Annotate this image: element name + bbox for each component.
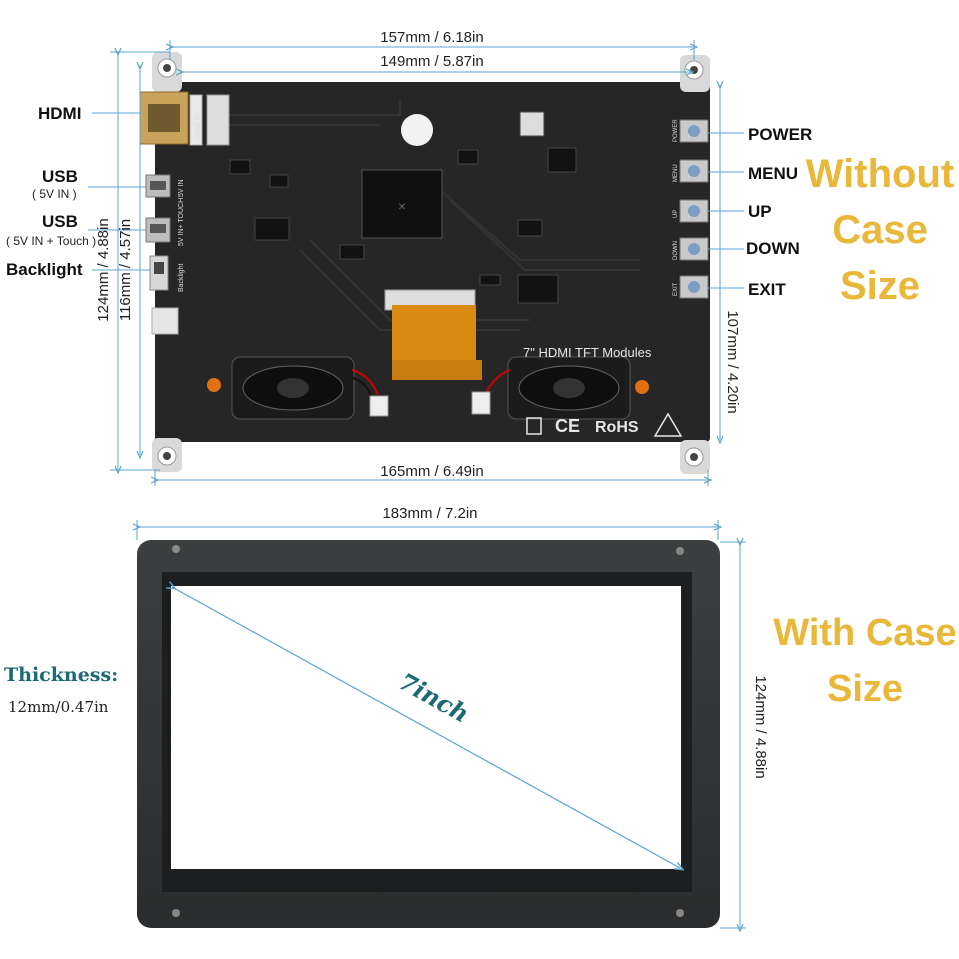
backlight-switch (149, 255, 169, 291)
label-usb-touch-sub: ( 5V IN + Touch ) (6, 234, 97, 248)
mounting-holes (152, 52, 710, 474)
main-chip: ✕ (361, 169, 443, 239)
diagonal-line (172, 587, 680, 868)
silk-touch: 5V IN+ TOUCH (178, 198, 185, 246)
rohs-marking: RoHS (595, 419, 639, 436)
small-chips (229, 111, 577, 304)
label-hdmi: HDMI (38, 104, 82, 123)
dim-left-inner: 116mm / 4.57in (117, 219, 134, 321)
lcd-flex-cable (384, 289, 482, 380)
tactile-buttons (679, 119, 709, 299)
screw-bottom-left (172, 909, 180, 917)
label-down: DOWN (746, 239, 800, 258)
board-marking: 7" HDMI TFT Modules (523, 345, 652, 360)
label-usb-touch: USB (42, 212, 78, 231)
speaker-connector-right (471, 391, 491, 415)
svg-text:✕: ✕ (398, 202, 406, 213)
silk-up: UP (673, 210, 679, 218)
dim-case-top: 183mm / 7.2in (382, 505, 477, 522)
led-right (635, 380, 649, 394)
speaker-right (507, 356, 631, 420)
led-left (207, 378, 221, 392)
screw-bottom-right (676, 909, 684, 917)
silk-menu: MENU (673, 164, 679, 182)
cased-screen-diagram: 7inch (137, 540, 720, 928)
without-case-line1: Without (805, 152, 955, 196)
silk-exit: EXIT (673, 282, 679, 296)
label-backlight: Backlight (6, 260, 83, 279)
speaker-left (231, 356, 355, 420)
without-case-line3: Size (839, 264, 921, 308)
label-power: POWER (748, 125, 813, 144)
top-board-diagram: ✕ (139, 52, 710, 474)
label-menu: MENU (748, 164, 799, 183)
silk-down: DOWN (673, 241, 679, 260)
fpc-connector (206, 94, 230, 146)
with-case-line2: Size (826, 668, 904, 710)
label-usb-5v: USB (42, 167, 78, 186)
label-usb-5v-sub: ( 5V IN ) (32, 187, 77, 201)
dim-top-outer: 157mm / 6.18in (380, 29, 483, 46)
with-case-line1: With Case (773, 612, 957, 654)
label-up: UP (748, 202, 772, 221)
screw-top-right (676, 547, 684, 555)
thickness-heading: Thickness: (4, 664, 119, 686)
pcb-traces (225, 100, 640, 331)
usb-port-5v (145, 174, 171, 198)
dim-bottom: 165mm / 6.49in (380, 463, 483, 480)
thickness-value: 12mm/0.47in (8, 698, 109, 716)
label-sticker (401, 114, 433, 146)
screw-top-left (172, 545, 180, 553)
silk-power: POWER (673, 119, 679, 142)
silk-hdmi: HDMI IN (195, 113, 202, 140)
ce-marking: CE (555, 416, 580, 436)
silk-5vin: 5V IN (178, 179, 185, 197)
hdmi-port (139, 91, 203, 146)
speaker-connector-left (369, 395, 389, 417)
dim-left-outer: 124mm / 4.88in (95, 218, 112, 321)
label-exit: EXIT (748, 280, 786, 299)
case-dimension-lines (137, 520, 746, 928)
dim-top-inner: 149mm / 5.87in (380, 53, 483, 70)
silk-backlight: Backlight (178, 264, 185, 292)
esd-warning-icon (653, 412, 683, 437)
jst-connector (151, 307, 179, 335)
without-case-line2: Case (832, 208, 928, 252)
dim-case-right: 124mm / 4.88in (752, 675, 769, 778)
weee-bin-icon (526, 417, 542, 435)
dim-right: 107mm / 4.20in (724, 310, 741, 413)
usb-port-touch (145, 217, 171, 243)
top-dimension-lines (110, 40, 720, 486)
